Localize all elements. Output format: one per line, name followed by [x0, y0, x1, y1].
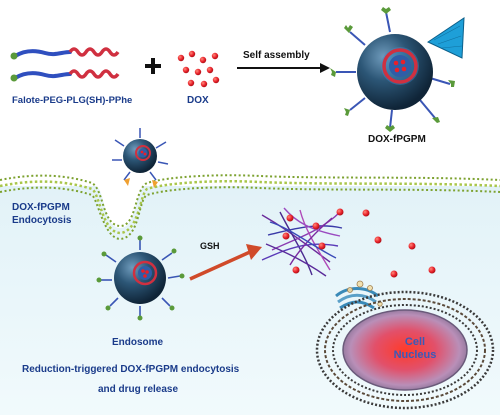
plus-icon [145, 58, 161, 74]
drug-label: DOX [187, 95, 209, 106]
polymer-chains [10, 47, 120, 82]
endocytosis-label-line1: DOX-fPGPM [12, 202, 70, 213]
endosome-label: Endosome [112, 337, 164, 348]
fiber-network-icon [261, 207, 343, 277]
nucleus-label-line2: Nucleus [394, 349, 437, 361]
golgi-icon [335, 280, 383, 310]
polymer-chain-1 [10, 47, 120, 60]
release-arrow-icon [189, 244, 262, 281]
caption-line1: Reduction-triggered DOX-fPGPM endocytosi… [22, 364, 240, 375]
polymer-chain-2 [10, 69, 120, 82]
micelle-icon [330, 7, 465, 132]
entering-micelle-icon [112, 128, 169, 188]
polymer-label: Falote-PEG-PLG(SH)-PPhe [12, 95, 132, 106]
caption-line2: and drug release [98, 384, 178, 395]
right-arrow-icon [237, 63, 330, 73]
endosome-micelle-icon [96, 235, 185, 321]
cell-membrane-icon [0, 174, 500, 241]
process-label: Self assembly [243, 50, 310, 61]
nucleus-icon [315, 290, 495, 410]
micelle-label: DOX-fPGPM [368, 134, 426, 145]
trigger-label: GSH [200, 241, 220, 251]
nucleus-label-line1: Cell [405, 336, 425, 348]
endocytosis-label-line2: Endocytosis [12, 215, 72, 226]
drug-dots-cluster [177, 50, 220, 88]
